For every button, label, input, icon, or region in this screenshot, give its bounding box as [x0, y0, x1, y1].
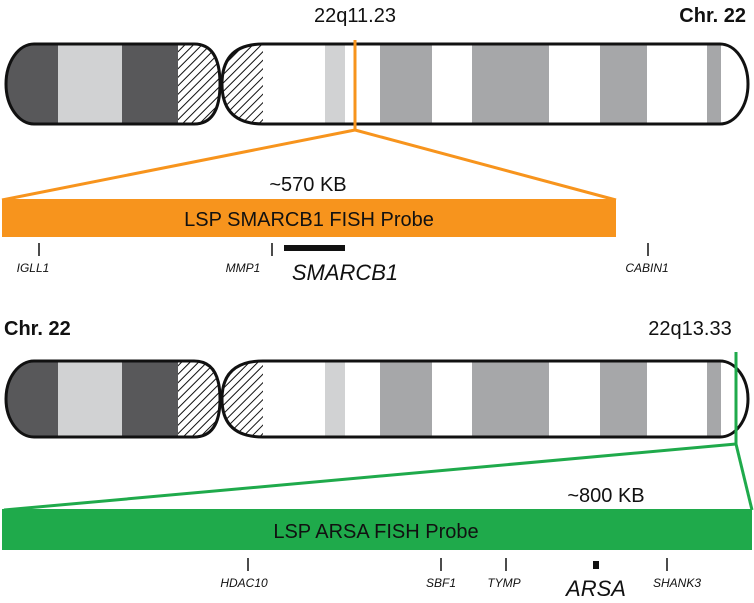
q-arm: [220, 42, 750, 126]
chromosome-label: Chr. 22: [4, 318, 71, 340]
target-gene-bar: [593, 561, 599, 569]
probe-name-label: LSP ARSA FISH Probe: [273, 521, 478, 543]
zoom-lines: [1, 40, 617, 202]
gene-label-sbf1: SBF1: [426, 576, 456, 590]
gene-markers: HDAC10 SBF1 TYMP SHANK3 ARSA: [220, 558, 701, 601]
target-gene-label: ARSA: [564, 576, 626, 601]
chromosome-ideogram: [4, 359, 750, 439]
gene-label-shank3: SHANK3: [653, 576, 701, 590]
gene-label-mmp1: MMP1: [226, 261, 261, 275]
chromosome-label: Chr. 22: [679, 5, 746, 27]
target-gene-label: SMARCB1: [292, 260, 398, 285]
chromosome-ideogram: [4, 42, 750, 126]
band-label: 22q13.33: [648, 318, 731, 340]
probe-name-label: LSP SMARCB1 FISH Probe: [184, 209, 434, 231]
target-gene-bar: [284, 245, 345, 251]
gene-label-tymp: TYMP: [487, 576, 520, 590]
band-label: 22q11.23: [314, 5, 396, 27]
probe-bar: [2, 509, 752, 550]
panel-smarcb1: 22q11.23 Chr. 22: [1, 5, 750, 285]
probe-size-label: ~570 KB: [269, 174, 346, 196]
q-arm: [220, 359, 750, 439]
gene-label-cabin1: CABIN1: [625, 261, 668, 275]
gene-markers: IGLL1 MMP1 CABIN1 SMARCB1: [17, 243, 669, 285]
gene-label-igll1: IGLL1: [17, 261, 50, 275]
p-arm: [4, 42, 222, 126]
zoom-lines: [3, 352, 754, 512]
gene-label-hdac10: HDAC10: [220, 576, 268, 590]
panel-arsa: Chr. 22 22q13.33: [2, 318, 754, 601]
probe-bar: [2, 199, 616, 237]
probe-size-label: ~800 KB: [567, 485, 644, 507]
p-arm: [4, 359, 222, 439]
